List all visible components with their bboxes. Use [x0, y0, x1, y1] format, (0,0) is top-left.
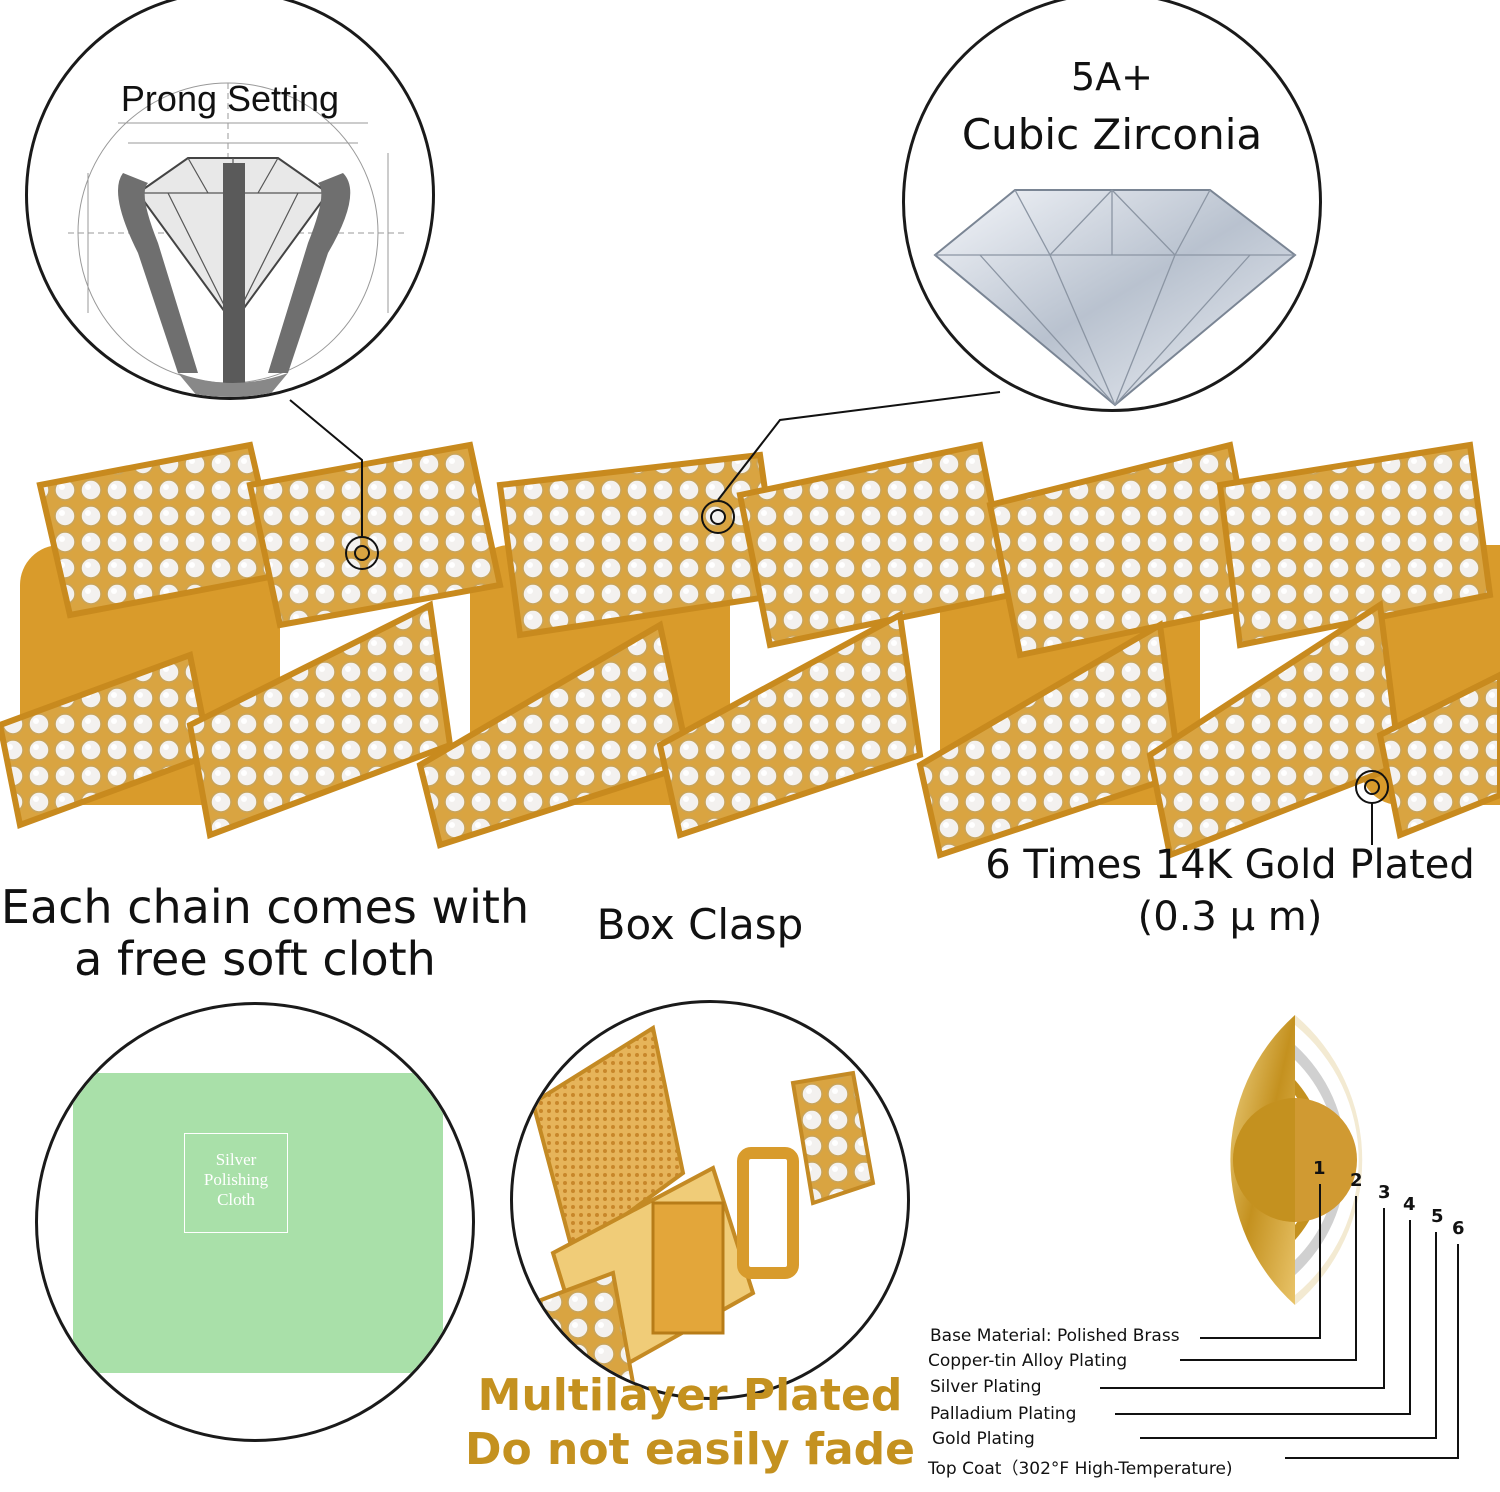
layer-label-6: Top Coat（302°F High-Temperature): [928, 1459, 1233, 1479]
box-clasp-illustration: [530, 1024, 876, 1397]
layer-label-1: Base Material: Polished Brass: [930, 1326, 1180, 1346]
polishing-cloth-circle: Silver Polishing Cloth: [35, 1002, 475, 1442]
prong-setting-circle: Prong Setting: [25, 0, 435, 400]
cloth-heading-line1: Each chain comes with: [0, 880, 530, 934]
cloth-heading-line2: a free soft cloth: [74, 932, 436, 986]
layer-number-3: 3: [1378, 1182, 1391, 1203]
cloth-card-line3: Cloth: [217, 1190, 255, 1209]
layer-number-4: 4: [1403, 1194, 1416, 1215]
prong-setting-label: Prong Setting: [120, 78, 340, 119]
layer-number-2: 2: [1350, 1170, 1363, 1191]
diamond-icon: [933, 189, 1297, 407]
polishing-cloth-card: [73, 1073, 443, 1373]
plating-headline-line2: (0.3 μ m): [1137, 894, 1323, 940]
layer-leader-lines: [1100, 1184, 1459, 1459]
cloth-card-label-box: Silver Polishing Cloth: [184, 1133, 288, 1233]
layer-label-3: Silver Plating: [930, 1377, 1042, 1397]
layer-number-6: 6: [1452, 1218, 1465, 1239]
plating-layer-diagram: [1230, 1015, 1363, 1305]
layer-label-2: Copper-tin Alloy Plating: [928, 1351, 1128, 1371]
plating-headline-line1: 6 Times 14K Gold Plated: [985, 842, 1475, 888]
multilayer-line1: Multilayer Plated: [477, 1370, 903, 1421]
zirconia-label: Cubic Zirconia: [961, 110, 1263, 159]
layer-number-1: 1: [1313, 1158, 1326, 1179]
layer-number-5: 5: [1431, 1206, 1444, 1227]
callout-lines: [289, 391, 1373, 845]
layer-label-4: Palladium Plating: [930, 1404, 1077, 1424]
box-clasp-label: Box Clasp: [596, 900, 804, 949]
cuban-chain-image: [0, 441, 1500, 860]
multilayer-line2: Do not easily fade: [464, 1424, 916, 1475]
prong-setting-illustration: [68, 82, 408, 397]
zirconia-grade: 5A+: [1070, 55, 1153, 99]
cloth-card-line2: Polishing: [203, 1170, 269, 1189]
cubic-zirconia-circle: 5A+ Cubic Zirconia: [902, 0, 1322, 412]
layer-label-5: Gold Plating: [932, 1429, 1035, 1449]
box-clasp-circle: [510, 1000, 910, 1400]
cloth-card-line1: Silver: [215, 1150, 257, 1169]
